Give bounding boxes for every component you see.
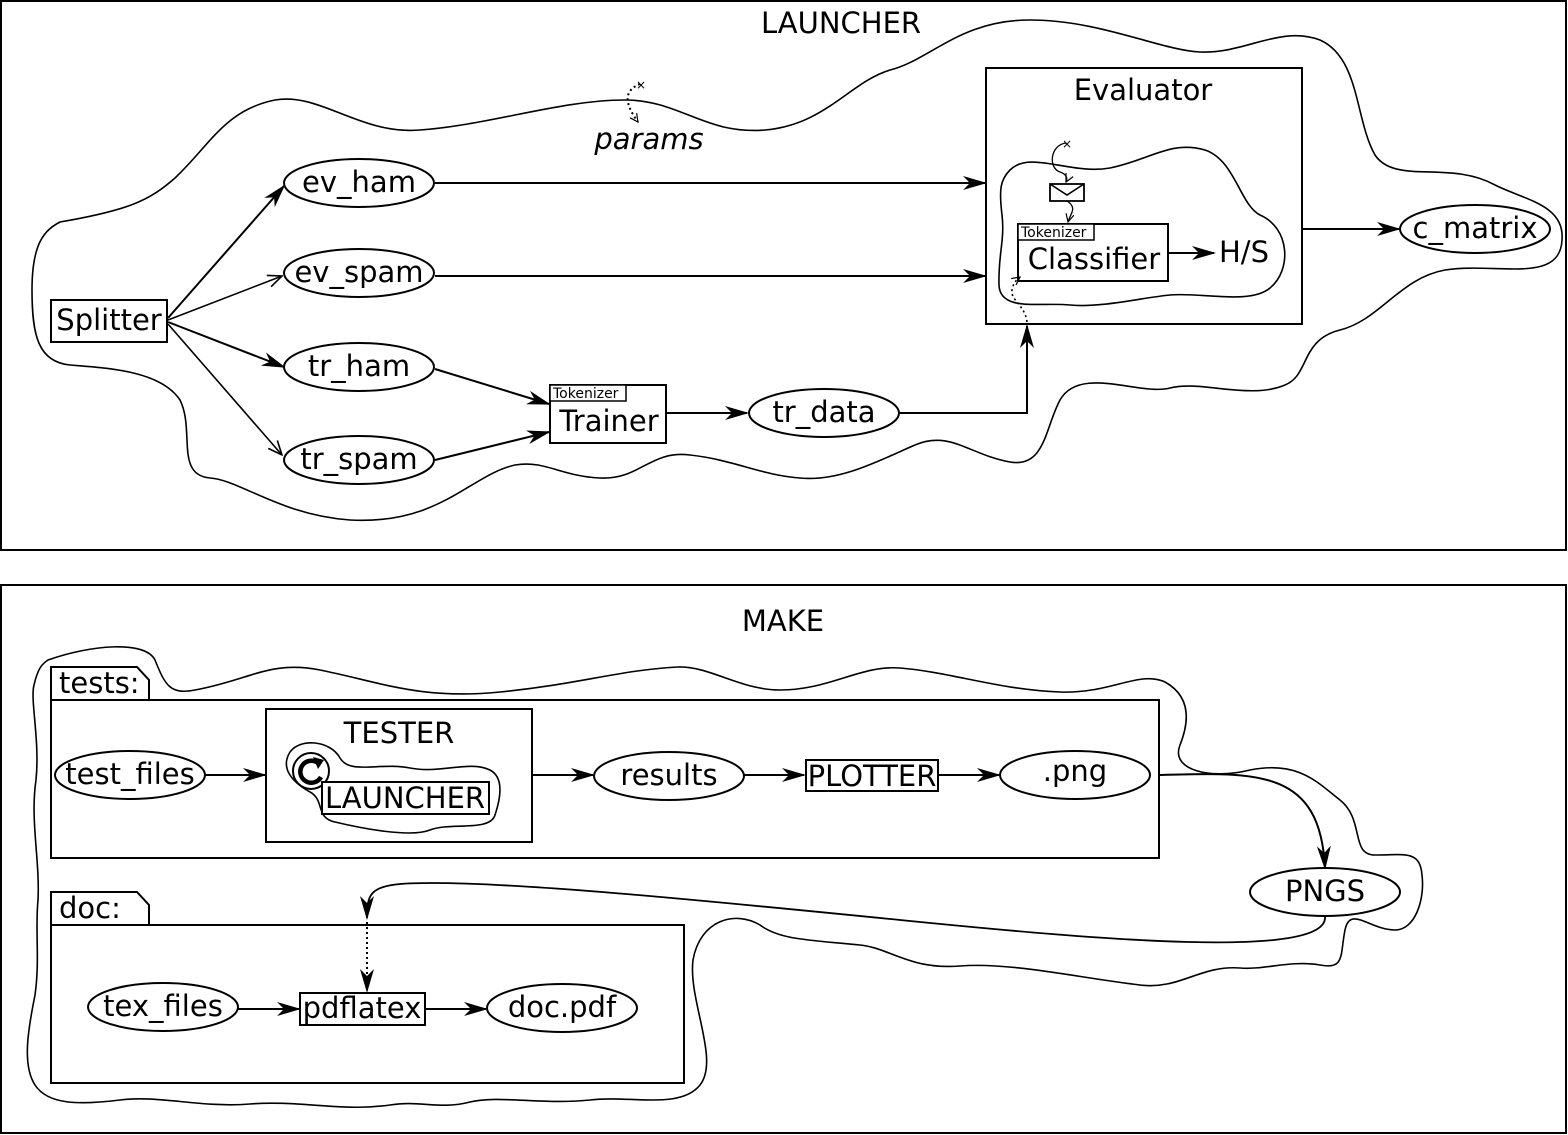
test_files-label: test_files: [65, 757, 194, 791]
trainer-label: Trainer: [558, 404, 658, 438]
doc_pdf-node: [486, 983, 638, 1033]
trainer-tokenizer-tag: [549, 384, 627, 402]
tests-folder-tab: [50, 666, 150, 700]
doc-folder-label: doc:: [59, 891, 121, 925]
splitter-to-ev_spam: [167, 276, 282, 321]
launcher-frame: [0, 0, 1567, 551]
launcher-ref-box: [321, 781, 490, 815]
message-cross-icon: ×: [1062, 137, 1072, 151]
ev_spam-node: [283, 248, 435, 298]
doc-folder-tab: [50, 891, 150, 925]
evaluator-label: Evaluator: [1074, 73, 1213, 107]
ev_ham-node: [283, 158, 435, 208]
trainer-tokenizer-label: Tokenizer: [552, 386, 619, 402]
tester-label: TESTER: [343, 716, 455, 750]
plotter-label: PLOTTER: [808, 759, 937, 793]
tr_data-to-evaluator: [899, 324, 1034, 414]
c_matrix-label: c_matrix: [1413, 211, 1538, 245]
doc_pdf-label: doc.pdf: [508, 990, 617, 1024]
splitter-to-tr_spam: [167, 323, 282, 455]
tester-inner-boundary: [285, 742, 501, 834]
pngs-to-doc: [360, 882, 1326, 944]
pdflatex-label: pdflatex: [303, 991, 422, 1025]
make-frame: [0, 584, 1567, 1134]
message-pointer: [1051, 142, 1066, 182]
evaluator-inner-boundary: [998, 146, 1286, 307]
make-boundary: [26, 646, 1424, 1109]
splitter-label: Splitter: [56, 303, 162, 337]
params-label: params: [593, 122, 703, 156]
splitter-to-tr_ham: [167, 321, 286, 368]
classifier-label: Classifier: [1028, 242, 1160, 276]
tex_files-node: [87, 982, 239, 1032]
launcher-title: LAUNCHER: [761, 6, 921, 40]
tr_data-label: tr_data: [772, 395, 875, 429]
ev_ham-label: ev_ham: [302, 165, 416, 199]
png-to-pngs: [1159, 773, 1331, 870]
make-panel: MAKE tests: test_files TESTER LAUNCHER r…: [0, 584, 1567, 1134]
tr_spam-node: [283, 435, 435, 485]
pdflatex-box: [299, 992, 426, 1026]
png-node: [999, 750, 1151, 800]
tr_spam-to-trainer: [434, 430, 551, 461]
tr_ham-label: tr_ham: [308, 349, 410, 383]
model-to-classifier: [1012, 277, 1028, 323]
tr_ham-node: [283, 342, 435, 392]
tex_files-label: tex_files: [103, 989, 223, 1023]
envelope-to-classifier: [1067, 200, 1073, 222]
hs-label: H/S: [1219, 235, 1269, 269]
plotter-box: [805, 759, 939, 792]
c_matrix-node: [1399, 204, 1551, 254]
ev_spam-label: ev_spam: [294, 255, 423, 289]
refresh-icon: [292, 752, 330, 790]
splitter-box: [50, 299, 168, 343]
params-cross-icon: ×: [636, 78, 646, 92]
results-label: results: [620, 758, 717, 792]
launcher-panel: LAUNCHER × params Splitter ev_ham ev_spa…: [0, 0, 1567, 551]
classifier-tokenizer-label: Tokenizer: [1020, 225, 1087, 241]
launcher-boundary: [31, 19, 1563, 522]
splitter-to-ev_ham: [167, 184, 286, 319]
png-label: .png: [1043, 754, 1107, 788]
launcher-ref-label: LAUNCHER: [325, 781, 485, 815]
envelope-icon: [1049, 183, 1085, 202]
make-title: MAKE: [742, 604, 824, 638]
pngs-label: PNGS: [1285, 874, 1365, 908]
tr_ham-to-trainer: [434, 368, 551, 405]
tests-folder-label: tests:: [59, 666, 140, 700]
tr_spam-label: tr_spam: [300, 442, 417, 476]
classifier-tokenizer-tag: [1017, 223, 1095, 241]
